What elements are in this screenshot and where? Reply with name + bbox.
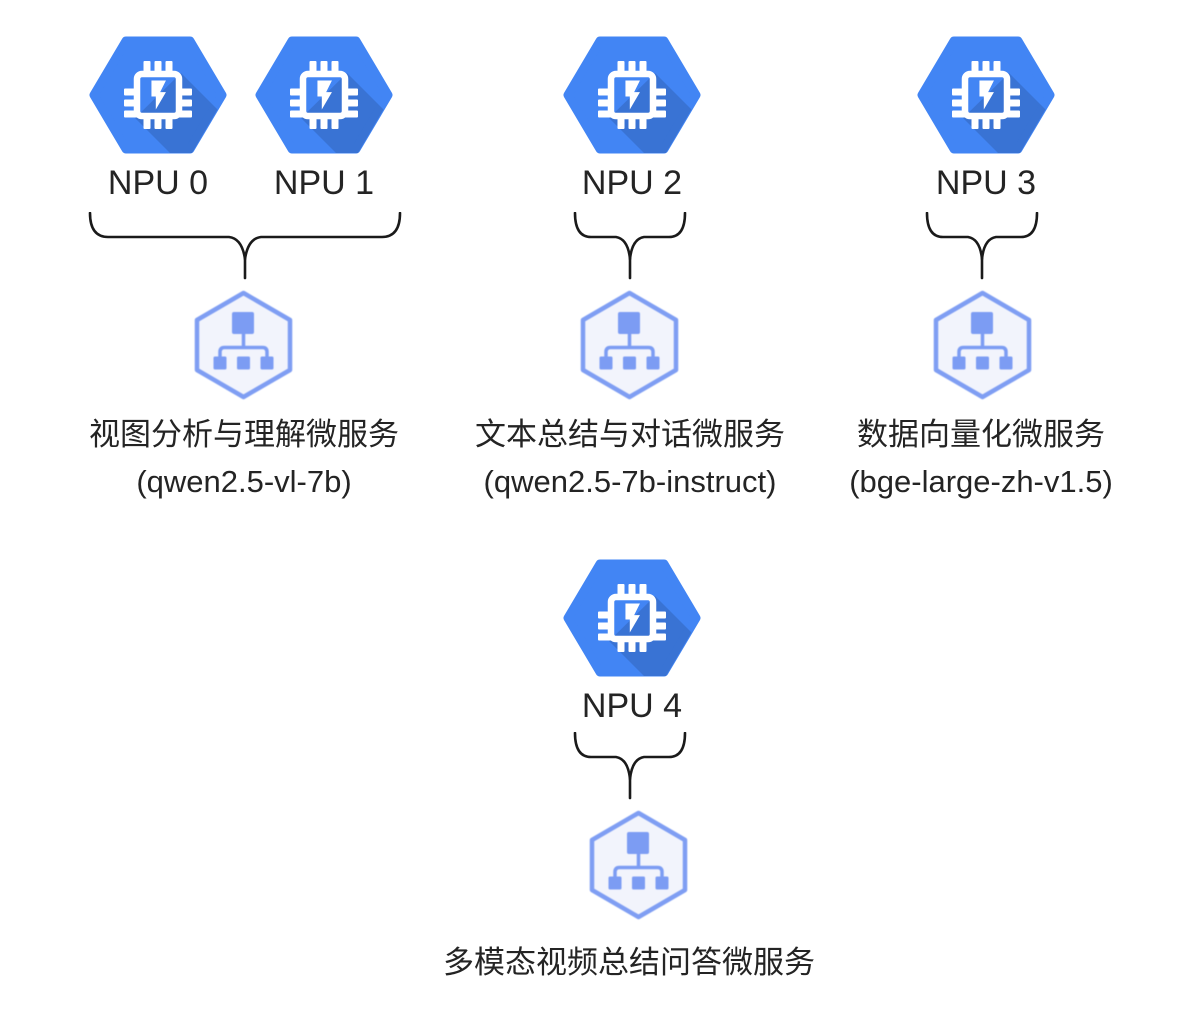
npu-label: NPU 4 <box>581 687 683 725</box>
hierarchy-hexagon-icon <box>588 810 689 920</box>
npu-node-4: NPU 4 <box>562 556 702 726</box>
service-name: 视图分析与理解微服务 <box>89 417 399 452</box>
service-model: (bge-large-zh-v1.5) <box>849 464 1113 499</box>
npu-label: NPU 3 <box>935 164 1037 202</box>
chip-hexagon-icon <box>88 33 228 157</box>
hierarchy-hexagon-icon <box>579 290 680 400</box>
group-brace <box>573 732 687 800</box>
npu-label: NPU 1 <box>273 164 375 202</box>
hierarchy-hexagon-icon <box>193 290 294 400</box>
group-brace <box>88 212 402 280</box>
npu-node-1: NPU 1 <box>254 33 394 203</box>
service-name: 多模态视频总结问答微服务 <box>443 945 815 980</box>
npu-label: NPU 0 <box>107 164 209 202</box>
group-brace <box>573 212 687 280</box>
npu-label: NPU 2 <box>581 164 683 202</box>
npu-node-3: NPU 3 <box>916 33 1056 203</box>
group-brace <box>925 212 1039 280</box>
service-label: 文本总结与对话微服务 (qwen2.5-7b-instruct) <box>475 411 785 505</box>
service-label: 数据向量化微服务 (bge-large-zh-v1.5) <box>849 411 1113 505</box>
service-model: (qwen2.5-7b-instruct) <box>483 464 777 499</box>
service-name: 文本总结与对话微服务 <box>475 417 785 452</box>
chip-hexagon-icon <box>562 556 702 680</box>
hierarchy-hexagon-icon <box>932 290 1033 400</box>
npu-node-0: NPU 0 <box>88 33 228 203</box>
service-model: (qwen2.5-vl-7b) <box>136 464 352 499</box>
npu-node-2: NPU 2 <box>562 33 702 203</box>
service-name: 数据向量化微服务 <box>856 417 1105 452</box>
chip-hexagon-icon <box>562 33 702 157</box>
chip-hexagon-icon <box>916 33 1056 157</box>
chip-hexagon-icon <box>254 33 394 157</box>
service-label: 多模态视频总结问答微服务 <box>443 939 815 986</box>
service-label: 视图分析与理解微服务 (qwen2.5-vl-7b) <box>89 411 399 505</box>
